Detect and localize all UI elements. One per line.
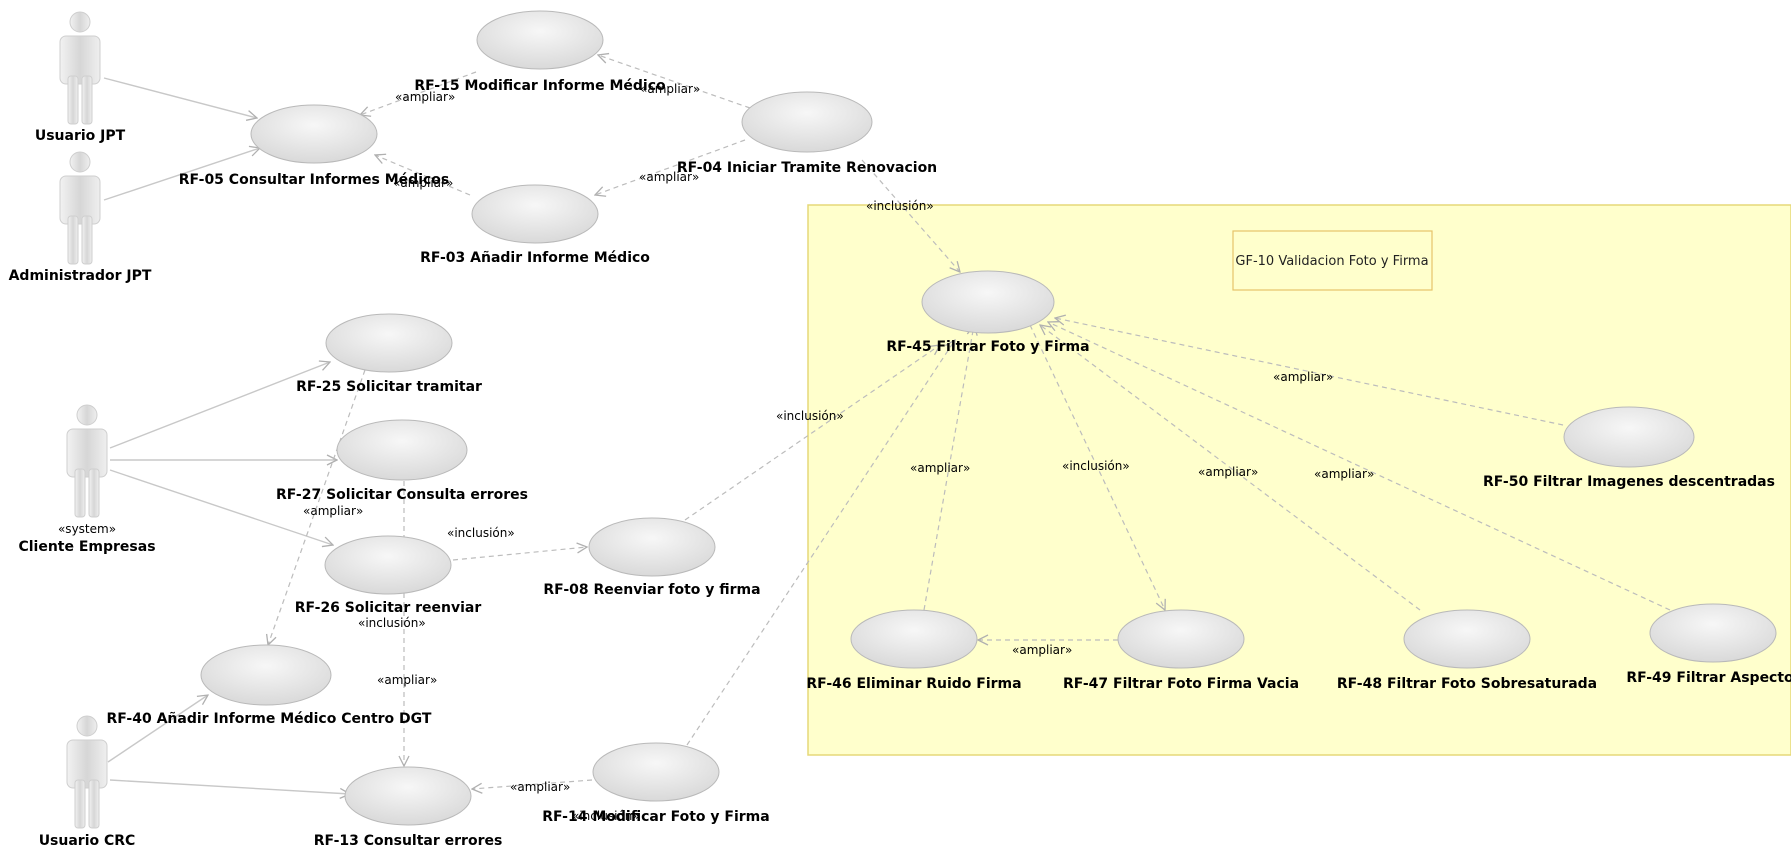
extend-label: «ampliar»	[393, 176, 453, 190]
actor-cliente-empresas[interactable]: «system» Cliente Empresas	[18, 404, 156, 555]
svg-text:RF-46 Eliminar Ruido Firma: RF-46 Eliminar Ruido Firma	[806, 676, 1021, 692]
extend-label: «ampliar»	[910, 461, 970, 475]
actor-icon	[76, 404, 98, 426]
svg-text:RF-26 Solicitar reenviar: RF-26 Solicitar reenviar	[295, 600, 482, 616]
dependencies	[268, 55, 1671, 789]
extend-label: «ampliar»	[510, 780, 570, 794]
associations	[103, 77, 350, 794]
svg-text:RF-50 Filtrar Imagenes descent: RF-50 Filtrar Imagenes descentradas	[1483, 474, 1775, 490]
use-case-rf26[interactable]: RF-26 Solicitar reenviar	[295, 535, 482, 616]
actor-name: Usuario CRC	[39, 833, 136, 849]
svg-text:RF-40 Añadir Informe Médico Ce: RF-40 Añadir Informe Médico Centro DGT	[107, 711, 432, 727]
svg-text:RF-48 Filtrar Foto Sobresatura: RF-48 Filtrar Foto Sobresaturada	[1337, 676, 1597, 692]
svg-text:RF-47 Filtrar Foto Firma Vacia: RF-47 Filtrar Foto Firma Vacia	[1063, 676, 1299, 692]
svg-text:RF-49 Filtrar Aspecto: RF-49 Filtrar Aspecto	[1626, 670, 1791, 686]
use-case-rf04[interactable]: RF-04 Iniciar Tramite Renovacion	[677, 91, 937, 176]
actor-icon	[69, 11, 91, 33]
actor-administrador-jpt[interactable]: Administrador JPT	[9, 151, 152, 284]
extend-label: «ampliar»	[639, 170, 699, 184]
svg-text:RF-25 Solicitar tramitar: RF-25 Solicitar tramitar	[296, 379, 482, 395]
svg-text:RF-05 Consultar Informes Médic: RF-05 Consultar Informes Médicos	[179, 172, 450, 188]
svg-text:RF-03 Añadir Informe Médico: RF-03 Añadir Informe Médico	[420, 250, 650, 266]
svg-text:RF-27 Solicitar Consulta error: RF-27 Solicitar Consulta errores	[276, 487, 528, 503]
include-label: «inclusión»	[1062, 459, 1130, 473]
svg-text:RF-08 Reenviar foto y firma: RF-08 Reenviar foto y firma	[543, 582, 760, 598]
extend-label: «ampliar»	[395, 90, 455, 104]
use-case-rf27[interactable]: RF-27 Solicitar Consulta errores	[276, 419, 528, 503]
boundary-title: GF-10 Validacion Foto y Firma	[1235, 254, 1428, 269]
use-case-rf14[interactable]: RF-14 Modificar Foto y Firma	[542, 742, 770, 825]
stereotype-labels: «ampliar» «ampliar» «ampliar» «ampliar» …	[303, 82, 1374, 823]
svg-text:RF-13 Consultar errores: RF-13 Consultar errores	[314, 833, 503, 849]
use-case-rf15[interactable]: RF-15 Modificar Informe Médico	[414, 10, 666, 94]
extend-label: «ampliar»	[640, 82, 700, 96]
actor-icon	[76, 715, 98, 737]
svg-text:RF-04 Iniciar Tramite Renovaci: RF-04 Iniciar Tramite Renovacion	[677, 160, 937, 176]
use-case-rf49[interactable]: RF-49 Filtrar Aspecto	[1626, 603, 1791, 686]
use-case-rf08[interactable]: RF-08 Reenviar foto y firma	[543, 517, 761, 598]
use-case-rf13[interactable]: RF-13 Consultar errores	[314, 766, 503, 849]
svg-text:RF-45 Filtrar Foto y Firma: RF-45 Filtrar Foto y Firma	[886, 339, 1089, 355]
extend-label: «ampliar»	[303, 504, 363, 518]
include-label: «inclusión»	[776, 409, 844, 423]
actor-stereotype: «system»	[58, 522, 116, 536]
include-label: «inclusión»	[866, 199, 934, 213]
include-label: «inclusión»	[572, 809, 640, 823]
use-case-rf46[interactable]: RF-46 Eliminar Ruido Firma	[806, 609, 1022, 692]
extend-label: «ampliar»	[1198, 465, 1258, 479]
use-case-rf45[interactable]: RF-45 Filtrar Foto y Firma	[886, 270, 1090, 355]
extend-label: «ampliar»	[1012, 643, 1072, 657]
extend-label: «ampliar»	[377, 673, 437, 687]
actor-usuario-jpt[interactable]: Usuario JPT	[35, 11, 126, 144]
actor-name: Administrador JPT	[9, 268, 152, 284]
use-case-rf05[interactable]: RF-05 Consultar Informes Médicos	[179, 104, 450, 188]
actor-name: Cliente Empresas	[18, 539, 155, 555]
svg-text:RF-14 Modificar Foto y Firma: RF-14 Modificar Foto y Firma	[542, 809, 769, 825]
actor-usuario-crc[interactable]: Usuario CRC	[39, 715, 136, 849]
extend-label: «ampliar»	[1314, 467, 1374, 481]
use-case-rf47[interactable]: RF-47 Filtrar Foto Firma Vacia	[1063, 609, 1299, 692]
include-label: «inclusión»	[358, 616, 426, 630]
use-case-rf03[interactable]: RF-03 Añadir Informe Médico	[420, 184, 650, 266]
actor-icon	[69, 151, 91, 173]
use-case-rf40[interactable]: RF-40 Añadir Informe Médico Centro DGT	[107, 644, 432, 727]
actor-name: Usuario JPT	[35, 128, 126, 144]
use-case-rf50[interactable]: RF-50 Filtrar Imagenes descentradas	[1483, 406, 1775, 490]
use-case-rf48[interactable]: RF-48 Filtrar Foto Sobresaturada	[1337, 609, 1597, 692]
use-case-rf25[interactable]: RF-25 Solicitar tramitar	[296, 313, 482, 395]
include-label: «inclusión»	[447, 526, 515, 540]
extend-label: «ampliar»	[1273, 370, 1333, 384]
svg-text:RF-15 Modificar Informe Médico: RF-15 Modificar Informe Médico	[414, 78, 666, 94]
boundary-title-box	[1232, 230, 1433, 291]
